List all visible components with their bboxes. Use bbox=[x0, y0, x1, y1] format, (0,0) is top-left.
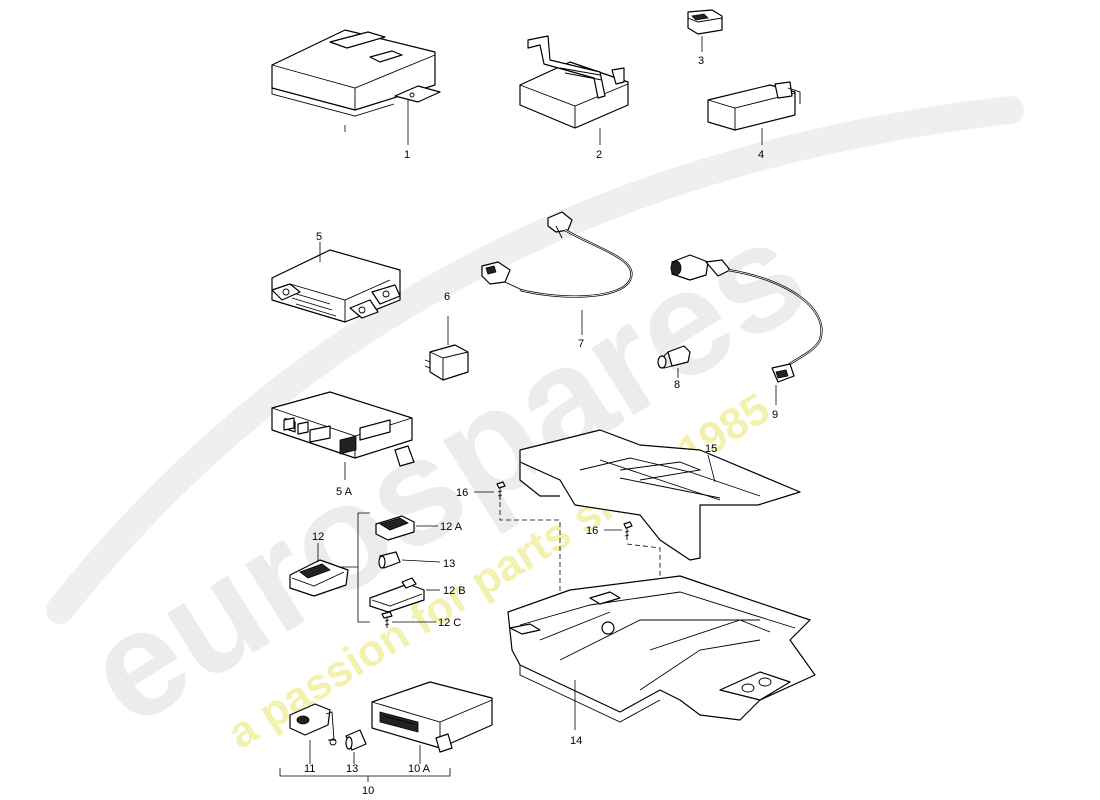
part-12a-cover bbox=[375, 515, 415, 541]
part-4-relay-box bbox=[707, 81, 801, 131]
callout-16-upper: 16 bbox=[456, 487, 468, 499]
callout-12c: 12 C bbox=[438, 617, 461, 629]
part-12c-screw bbox=[381, 611, 393, 628]
callout-4: 4 bbox=[758, 149, 764, 161]
part-6-relay bbox=[424, 344, 469, 381]
part-12-module bbox=[289, 559, 349, 597]
part-11-key bbox=[289, 703, 337, 746]
part-5-ignition-module bbox=[271, 249, 401, 323]
callout-1: 1 bbox=[404, 149, 410, 161]
part-8-plug bbox=[657, 345, 691, 369]
callout-13-lower: 13 bbox=[346, 763, 358, 775]
callout-12: 12 bbox=[312, 531, 324, 543]
part-2-bracket-module bbox=[519, 35, 629, 129]
callout-12a: 12 A bbox=[440, 521, 463, 533]
callout-5: 5 bbox=[316, 231, 322, 243]
callout-3: 3 bbox=[698, 55, 704, 67]
callout-2: 2 bbox=[596, 149, 602, 161]
callout-15: 15 bbox=[705, 443, 717, 455]
part-1-control-unit bbox=[271, 29, 441, 132]
callout-13-upper: 13 bbox=[443, 558, 455, 570]
part-5a-control-box bbox=[271, 391, 415, 467]
callout-8: 8 bbox=[674, 379, 680, 391]
watermark-swoosh bbox=[46, 96, 1024, 624]
part-7-sensor-cable bbox=[481, 211, 633, 298]
part-16-screw-upper bbox=[496, 481, 506, 500]
callout-10: 10 bbox=[362, 785, 374, 797]
callout-7: 7 bbox=[578, 338, 584, 350]
callout-10a: 10 A bbox=[408, 763, 431, 775]
part-10a-control-unit bbox=[371, 681, 493, 753]
callout-11: 11 bbox=[304, 763, 315, 775]
callout-labels: 1 2 3 4 5 6 7 8 9 5 A 15 16 16 12 12 A 1… bbox=[304, 55, 778, 797]
callout-6: 6 bbox=[444, 291, 450, 303]
callout-5a: 5 A bbox=[336, 486, 353, 498]
part-16-screw-lower bbox=[623, 521, 633, 540]
part-14-floor-tray bbox=[507, 575, 816, 723]
part-3-connector bbox=[687, 9, 723, 35]
part-15-bracket-plate bbox=[519, 429, 801, 561]
callout-14: 14 bbox=[570, 735, 582, 747]
callout-12b: 12 B bbox=[443, 585, 466, 597]
part-13-sleeve-upper bbox=[378, 551, 401, 569]
part-9-sensor-cable bbox=[670, 254, 823, 383]
part-13-sleeve-lower bbox=[345, 729, 367, 751]
part-12b-plate bbox=[369, 577, 425, 613]
callout-16-lower: 16 bbox=[586, 525, 598, 537]
callout-9: 9 bbox=[772, 409, 778, 421]
